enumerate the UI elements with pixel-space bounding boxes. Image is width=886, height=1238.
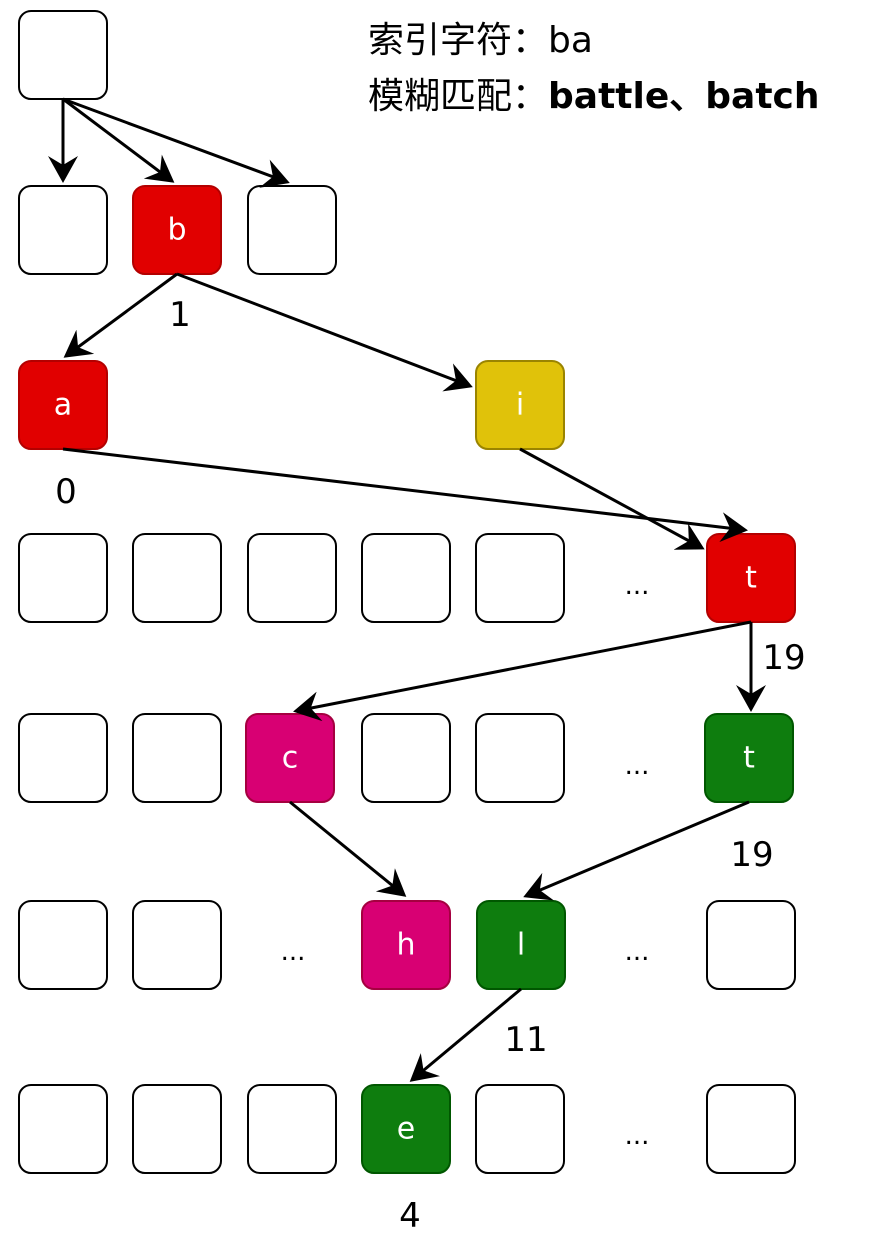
empty-node — [361, 533, 451, 623]
edge-i-t — [519, 447, 705, 550]
ellipsis: ... — [625, 751, 650, 781]
node-b: b — [132, 185, 222, 275]
node-t2-label: t — [743, 741, 755, 776]
node-h: h — [361, 900, 451, 990]
edge-t-l — [523, 800, 750, 901]
index-l: 11 — [504, 1020, 547, 1060]
empty-node — [18, 1084, 108, 1174]
edges — [48, 97, 766, 1082]
edge-b-i — [176, 272, 473, 392]
empty-node — [361, 713, 451, 803]
node-t2: t — [704, 713, 794, 803]
empty-node — [18, 533, 108, 623]
index-t2: 19 — [730, 835, 773, 875]
edge-t-c — [293, 620, 752, 722]
edge-root-child3 — [62, 97, 290, 188]
index-t1: 19 — [762, 638, 805, 678]
node-t1-label: t — [745, 561, 757, 596]
empty-node — [132, 533, 222, 623]
node-h-label: h — [396, 928, 415, 963]
ellipsis: ... — [625, 571, 650, 601]
empty-node — [475, 713, 565, 803]
empty-node — [18, 713, 108, 803]
edge-c-h — [289, 800, 407, 897]
empty-node — [706, 900, 796, 990]
index-e: 4 — [399, 1196, 421, 1236]
index-b: 1 — [169, 295, 191, 335]
node-l: l — [476, 900, 566, 990]
node-e-label: e — [397, 1112, 415, 1147]
index-a: 0 — [55, 472, 77, 512]
empty-node — [132, 1084, 222, 1174]
node-a-label: a — [54, 388, 72, 423]
node-a: a — [18, 360, 108, 450]
ellipsis: ... — [281, 937, 306, 967]
empty-node — [132, 900, 222, 990]
empty-node — [247, 533, 337, 623]
edge-root-b — [62, 97, 175, 183]
empty-node — [247, 185, 337, 275]
node-t1: t — [706, 533, 796, 623]
empty-node — [132, 713, 222, 803]
ellipsis: ... — [625, 1121, 650, 1151]
node-b-label: b — [167, 213, 186, 248]
node-i-label: i — [516, 388, 524, 423]
empty-node — [247, 1084, 337, 1174]
node-c: c — [245, 713, 335, 803]
empty-node — [18, 900, 108, 990]
empty-node — [706, 1084, 796, 1174]
node-i: i — [475, 360, 565, 450]
edge-l-e — [409, 987, 522, 1082]
empty-node — [18, 185, 108, 275]
root-node — [18, 10, 108, 100]
node-c-label: c — [282, 741, 299, 776]
index-legend: 索引字符：ba — [368, 20, 593, 61]
empty-node — [475, 1084, 565, 1174]
node-e: e — [361, 1084, 451, 1174]
node-l-label: l — [517, 928, 525, 963]
fuzzy-legend: 模糊匹配：battle、batch — [368, 76, 820, 117]
edge-b-a — [63, 272, 178, 358]
empty-node — [475, 533, 565, 623]
edge-a-t — [62, 447, 748, 543]
ellipsis: ... — [625, 937, 650, 967]
